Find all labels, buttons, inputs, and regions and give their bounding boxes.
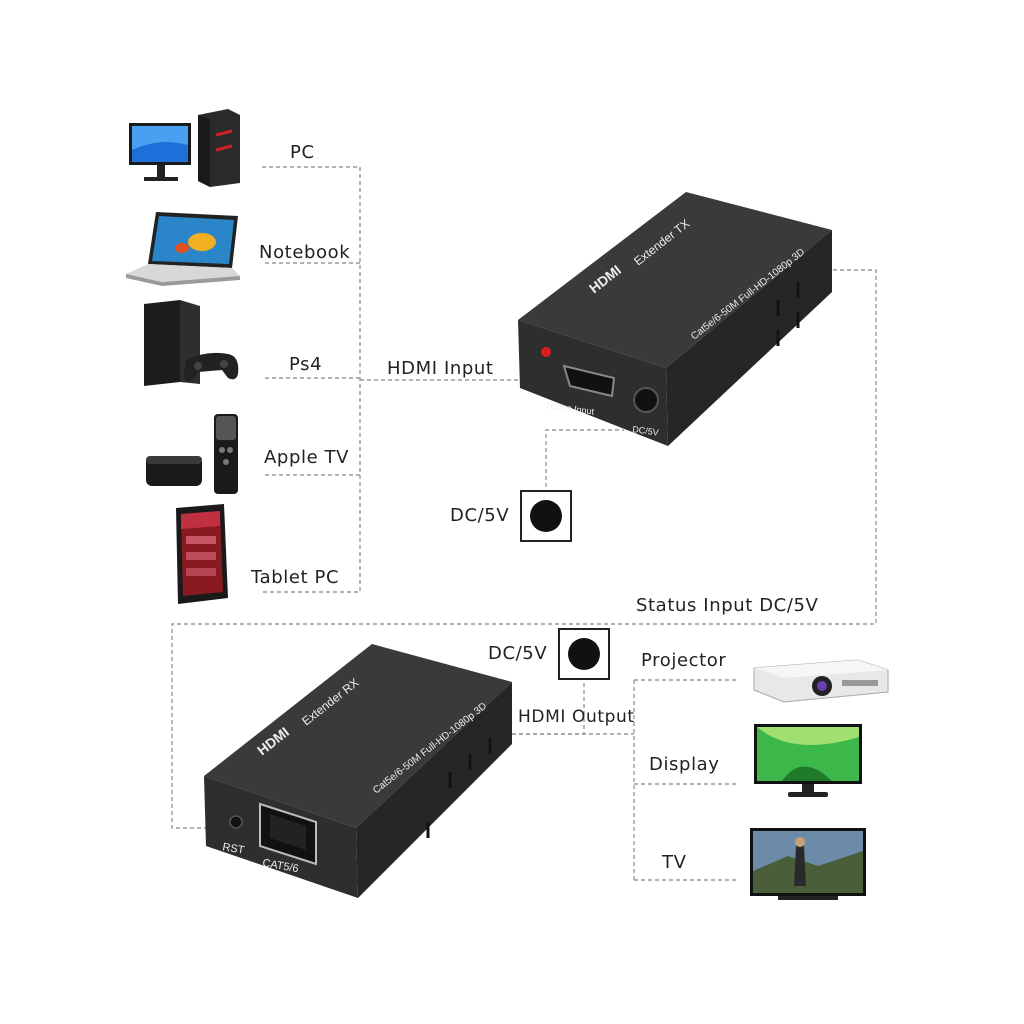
source-label-apple-tv: Apple TV — [264, 447, 350, 468]
rx-dc-power-icon — [558, 628, 610, 680]
output-label-tv: TV — [662, 852, 687, 873]
tx-dc-power-icon — [520, 490, 572, 542]
source-label-tablet-pc: Tablet PC — [251, 567, 340, 588]
laptop-icon — [126, 212, 240, 286]
source-label-pc: PC — [290, 142, 315, 163]
apple-tv-box-icon — [146, 414, 238, 494]
tablet-icon — [176, 504, 228, 604]
source-label-notebook: Notebook — [259, 242, 351, 263]
status-led — [541, 347, 551, 357]
dc-jack — [633, 387, 659, 413]
source-label-ps4: Ps4 — [289, 354, 323, 375]
monitor-display-icon — [754, 724, 862, 797]
game-console-icon — [144, 300, 239, 386]
output-label-display: Display — [649, 754, 720, 775]
tx-port-dc: DC/5V — [632, 424, 660, 438]
status-input-dc-label: Status Input DC/5V — [636, 595, 819, 616]
tx-dc-label: DC/5V — [450, 505, 510, 526]
output-label-projector: Projector — [641, 650, 727, 671]
hdmi-port — [562, 364, 616, 398]
hdmi-extender-rx-device: HDMI Extender RX Cat5e/6-50M Full-HD-108… — [204, 644, 512, 898]
hdmi-input-label: HDMI Input — [387, 358, 494, 379]
rx-dc-label: DC/5V — [488, 643, 548, 664]
rx-port-rst: RST — [221, 841, 245, 857]
hdmi-extender-tx-device: HDMI Extender TX Cat5e/6-50M Full-HD-108… — [518, 192, 832, 446]
projector-icon — [753, 659, 889, 703]
reset-button-hole — [229, 815, 243, 829]
television-icon — [750, 828, 866, 900]
hdmi-output-label: HDMI Output — [518, 707, 635, 727]
pc-tower-monitor-icon — [129, 109, 240, 187]
